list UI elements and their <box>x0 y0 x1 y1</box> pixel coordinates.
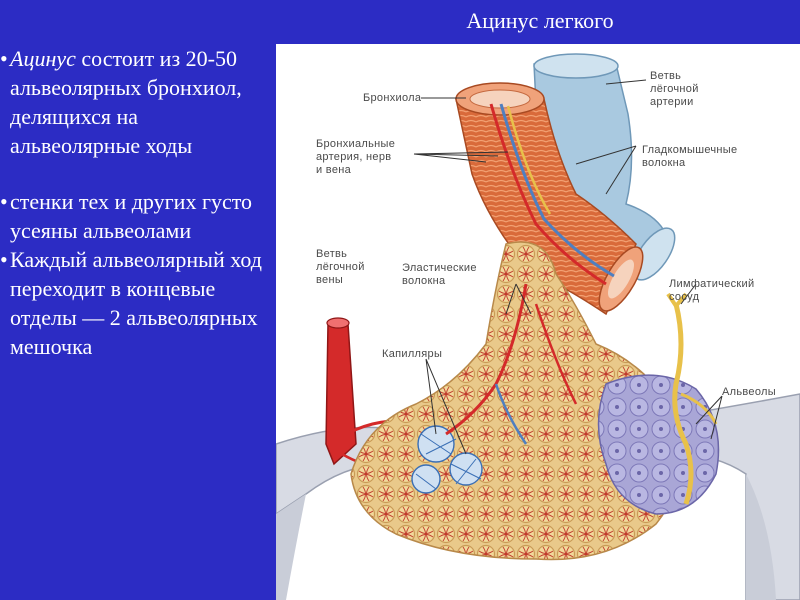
acinus-drawing <box>276 53 800 600</box>
leader-alveoli <box>695 395 723 440</box>
bullet-item: Ацинус состоит из 20-50 альвеолярных бро… <box>0 44 272 160</box>
acinus-illustration: Бронхиола Ветвь лёгочной артерии Бронхиа… <box>276 44 800 600</box>
label-pulmonary-artery-branch: Ветвь лёгочной артерии <box>650 70 699 108</box>
label-smooth-muscle: Гладкомышечные волокна <box>642 144 738 169</box>
bullet-text: состоит из 20-50 альвеолярных бронхиол, … <box>10 46 242 158</box>
leader-bronchial-vessels <box>413 151 509 163</box>
label-elastic-fibers: Эластические волокна <box>402 262 477 287</box>
bullet-text: стенки тех и других густо усеяны альвеол… <box>10 189 253 243</box>
label-bronchiole: Бронхиола <box>363 92 422 104</box>
pulmonary-vein <box>325 323 357 466</box>
label-capillaries: Капилляры <box>382 348 443 360</box>
bullet-text: Каждый альвеолярный ход переходит в конц… <box>10 247 262 359</box>
leader-artery <box>605 79 647 85</box>
label-bronchial-vessels: Бронхиальные артерия, нерв и вена <box>316 138 396 176</box>
leader-capillaries <box>425 358 467 455</box>
slide-title: Ацинус легкого <box>466 8 614 33</box>
bullet-item: стенки тех и других густо усеяны альвеол… <box>0 187 272 245</box>
leader-smooth-muscle <box>575 145 637 195</box>
lymphatic-vessel <box>672 303 694 505</box>
bullet-list: Ацинус состоит из 20-50 альвеолярных бро… <box>0 44 272 361</box>
label-pulmonary-vein-branch: Ветвь лёгочной вены <box>316 248 365 286</box>
leader-lymph <box>680 283 697 305</box>
leader-elastic <box>505 283 532 315</box>
label-alveoli: Альвеолы <box>722 386 776 398</box>
bullet-item: Каждый альвеолярный ход переходит в конц… <box>0 245 272 361</box>
bullet-emphasis: Ацинус <box>10 46 76 71</box>
label-lymphatic-vessel: Лимфатический сосуд <box>669 278 755 303</box>
